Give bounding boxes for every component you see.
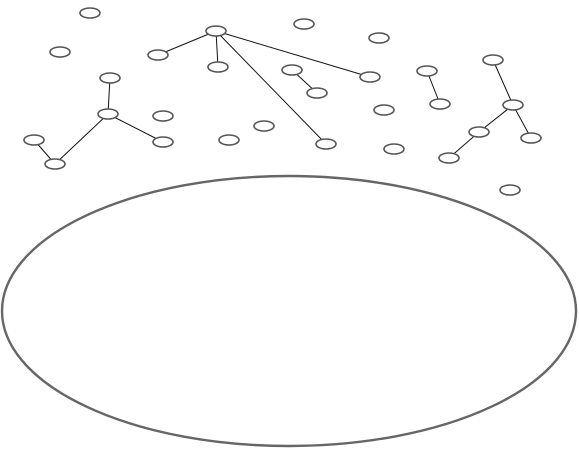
graph-node <box>218 134 240 146</box>
graph-node <box>306 87 328 99</box>
graph-node <box>97 108 119 120</box>
graph-node <box>207 61 229 73</box>
graph-node <box>281 64 303 76</box>
graph-node <box>23 134 45 146</box>
graph-node <box>368 32 390 44</box>
edge <box>215 30 371 78</box>
graph-node <box>152 136 174 148</box>
graph-node <box>359 71 381 83</box>
graph-node <box>49 46 71 58</box>
graph-node <box>438 152 460 164</box>
graph-node <box>147 49 169 61</box>
graph-node <box>99 72 121 84</box>
edge-layer <box>33 30 532 165</box>
edge <box>215 30 327 145</box>
graph-node <box>373 104 395 116</box>
graph-node <box>79 7 101 19</box>
graph-node <box>315 138 337 150</box>
graph-node <box>205 25 227 37</box>
graph-node <box>482 54 504 66</box>
graph-node <box>44 158 66 170</box>
edge <box>215 30 219 68</box>
graph-node <box>502 99 524 111</box>
node-layer <box>23 7 542 196</box>
graph-node <box>253 120 275 132</box>
graph-node <box>429 98 451 110</box>
edge <box>157 30 217 56</box>
graph-node <box>383 143 405 155</box>
graph-node <box>520 132 542 144</box>
graph-node <box>293 18 315 30</box>
graph-node <box>152 110 174 122</box>
edge <box>54 113 109 165</box>
graph-node <box>499 184 521 196</box>
container-ellipse <box>0 174 578 448</box>
edge <box>492 59 514 106</box>
edge <box>107 77 111 115</box>
graph-node <box>468 126 490 138</box>
edge <box>107 113 164 143</box>
graph-node <box>416 65 438 77</box>
